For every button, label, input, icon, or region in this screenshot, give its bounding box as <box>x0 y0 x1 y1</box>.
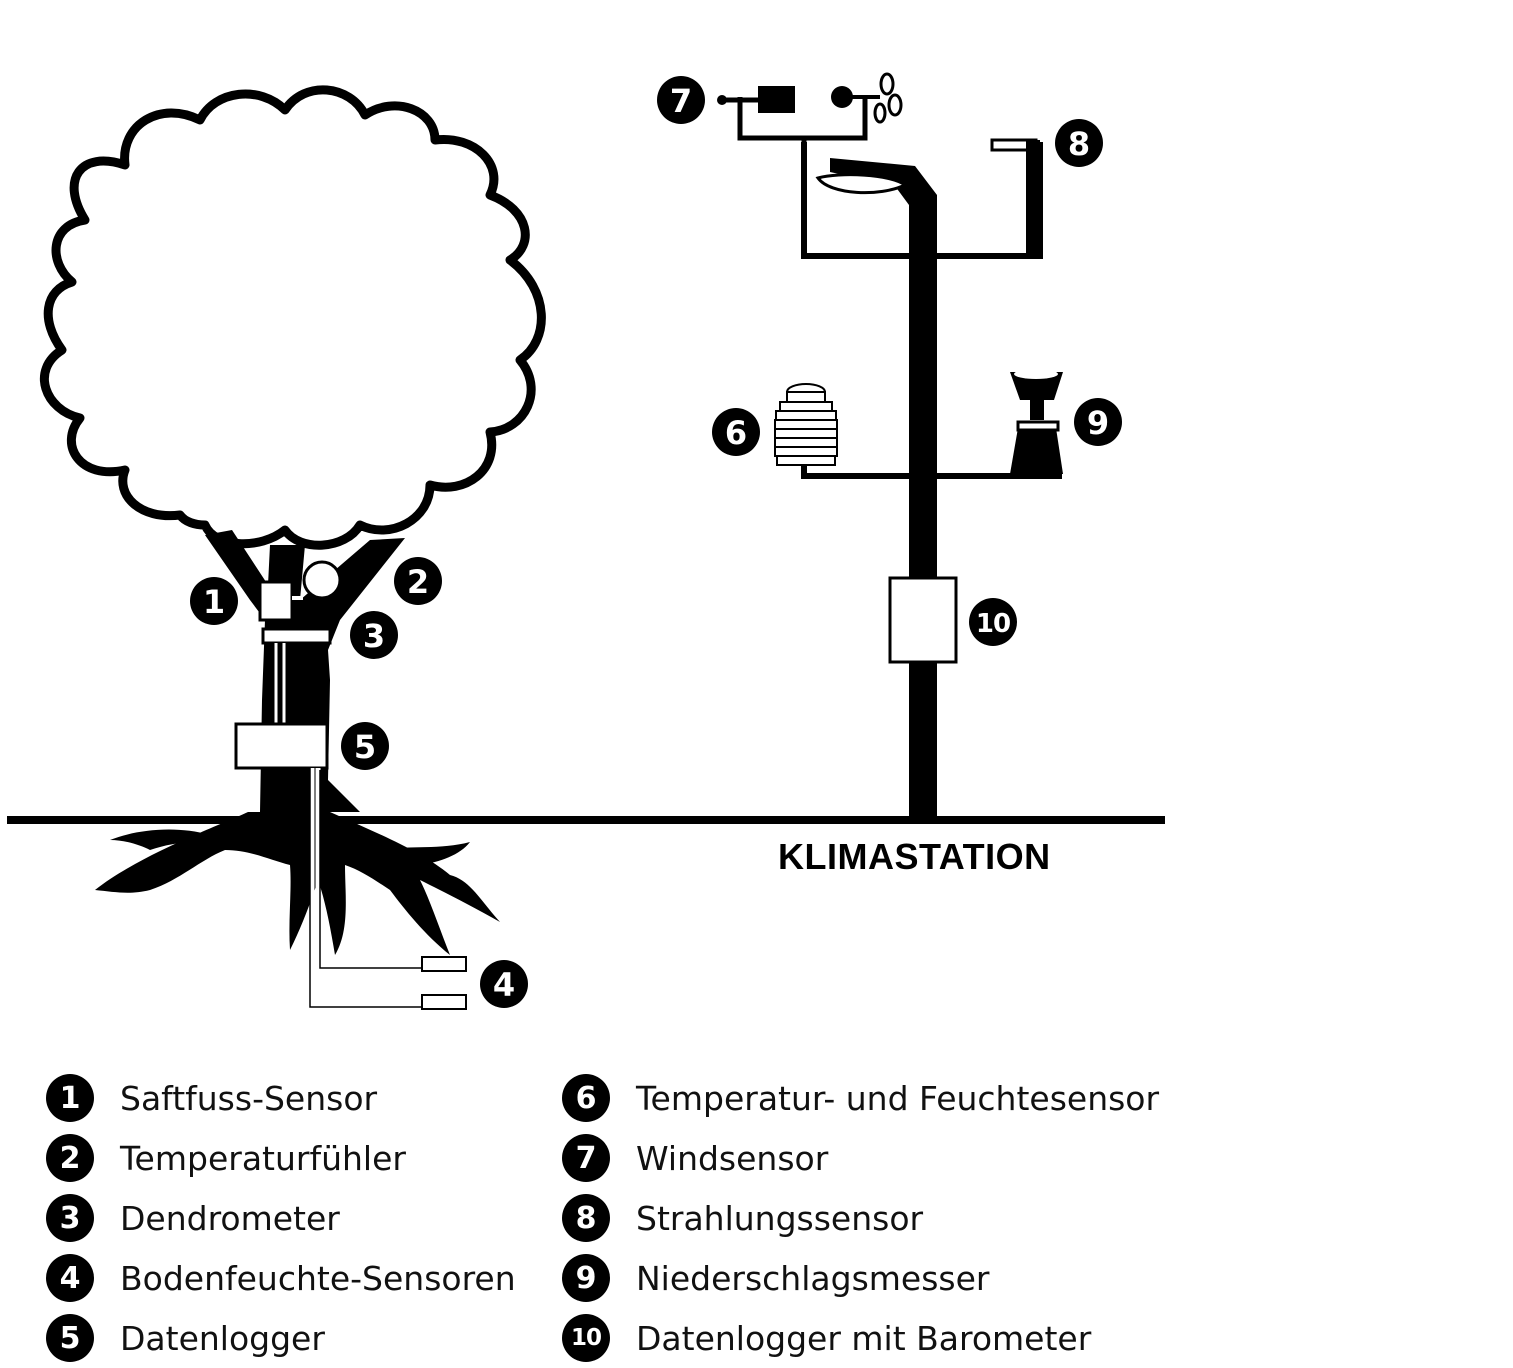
temperature-humidity-sensor <box>774 383 838 466</box>
radiation-sensor-mount <box>1026 140 1040 258</box>
legend-label: Dendrometer <box>120 1198 340 1238</box>
callout-1: 1 <box>190 577 238 625</box>
wind-vane-body <box>758 86 795 113</box>
legend-label: Strahlungssensor <box>636 1198 924 1238</box>
legend-number-badge: 5 <box>46 1314 94 1362</box>
legend-number-badge: 7 <box>562 1134 610 1182</box>
legend-label: Datenlogger mit Barometer <box>636 1318 1092 1358</box>
svg-text:3: 3 <box>363 617 385 655</box>
legend-item: 1 Saftfuss-Sensor <box>46 1068 516 1128</box>
legend-item: 4 Bodenfeuchte-Sensoren <box>46 1248 516 1308</box>
ground-line <box>7 816 1165 824</box>
wind-vane-tip <box>717 95 727 105</box>
tree-trunk <box>205 530 405 812</box>
dendrometer <box>261 627 332 645</box>
callout-10: 10 <box>969 598 1017 646</box>
svg-text:4: 4 <box>493 966 515 1004</box>
legend-number-badge: 4 <box>46 1254 94 1302</box>
legend-number-badge: 9 <box>562 1254 610 1302</box>
legend-label: Saftfuss-Sensor <box>120 1078 378 1118</box>
legend-item: 3 Dendrometer <box>46 1188 516 1248</box>
anemometer-cup <box>887 93 903 117</box>
legend-number-badge: 1 <box>46 1074 94 1122</box>
anemometer-cup <box>879 72 895 96</box>
lower-crossbar <box>801 462 1062 479</box>
callout-4: 4 <box>480 960 528 1008</box>
anemometer-hub <box>831 86 853 108</box>
legend-number-badge: 2 <box>46 1134 94 1182</box>
tree-datalogger <box>234 722 329 770</box>
callout-9: 9 <box>1074 398 1122 446</box>
callout-7: 7 <box>657 76 705 124</box>
sensor-diagram: 1 2 3 4 5 6 7 8 9 10 <box>7 72 1165 1010</box>
legend-label: Windsensor <box>636 1138 829 1178</box>
svg-text:9: 9 <box>1087 404 1109 442</box>
legend-label: Bodenfeuchte-Sensoren <box>120 1258 516 1298</box>
station-datalogger <box>888 576 958 664</box>
anemometer-cup <box>873 102 887 124</box>
sap-flow-sensor <box>258 580 294 622</box>
legend-number-badge: 8 <box>562 1194 610 1242</box>
callout-6: 6 <box>712 408 760 456</box>
legend-left: 1 Saftfuss-Sensor 2 Temperaturfühler 3 D… <box>46 1068 516 1368</box>
svg-text:6: 6 <box>725 414 747 452</box>
soil-cable <box>309 768 422 1008</box>
svg-text:7: 7 <box>670 82 692 120</box>
legend-label: Datenlogger <box>120 1318 325 1358</box>
callout-8: 8 <box>1055 119 1103 167</box>
soil-moisture-sensor <box>421 994 467 1010</box>
legend-label: Temperaturfühler <box>120 1138 406 1178</box>
radiation-shield-top <box>815 173 908 195</box>
soil-cable-outline <box>309 768 422 1008</box>
tree-roots <box>95 812 500 955</box>
legend-item: 2 Temperaturfühler <box>46 1128 516 1188</box>
svg-text:2: 2 <box>407 563 429 601</box>
legend-item: 8 Strahlungssensor <box>562 1188 1159 1248</box>
callout-3: 3 <box>350 611 398 659</box>
callout-5: 5 <box>341 722 389 770</box>
legend-label: Temperatur- und Feuchtesensor <box>636 1078 1160 1118</box>
svg-text:8: 8 <box>1068 125 1090 163</box>
svg-text:10: 10 <box>976 609 1010 639</box>
svg-text:1: 1 <box>203 583 225 621</box>
legend-right: 6 Temperatur- und Feuchtesensor 7 Windse… <box>562 1068 1159 1368</box>
legend-number-badge: 3 <box>46 1194 94 1242</box>
legend-number-badge: 6 <box>562 1074 610 1122</box>
legend-item: 5 Datenlogger <box>46 1308 516 1368</box>
callout-badges: 1 2 3 4 5 6 7 8 9 10 <box>190 76 1122 1008</box>
tree-root-left <box>110 829 225 850</box>
station-title: KLIMASTATION <box>778 836 1051 877</box>
legend-item: 6 Temperatur- und Feuchtesensor <box>562 1068 1159 1128</box>
temperature-probe <box>302 560 342 600</box>
soil-moisture-sensor <box>421 956 467 972</box>
callout-2: 2 <box>394 557 442 605</box>
legend-item: 9 Niederschlagsmesser <box>562 1248 1159 1308</box>
legend-item: 7 Windsensor <box>562 1128 1159 1188</box>
svg-text:5: 5 <box>354 728 376 766</box>
legend-number-badge: 10 <box>562 1314 610 1362</box>
station-pole <box>909 195 937 820</box>
legend-label: Niederschlagsmesser <box>636 1258 990 1298</box>
rain-gauge <box>1010 369 1063 474</box>
legend-item: 10 Datenlogger mit Barometer <box>562 1308 1159 1368</box>
tree-root-right <box>380 842 470 865</box>
tree-crown <box>39 85 546 550</box>
